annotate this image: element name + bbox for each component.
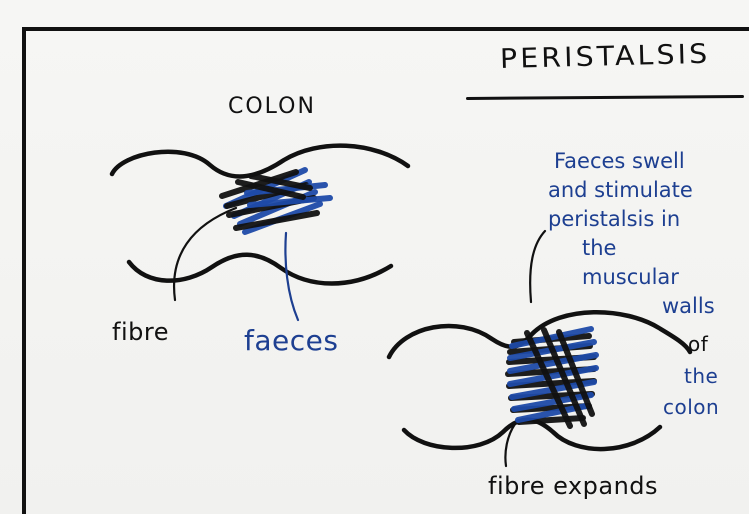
of-label: of [688, 332, 709, 356]
title: PERISTALSIS [499, 38, 711, 75]
fibre-label: fibre [112, 318, 169, 346]
faeces-label: faeces [244, 324, 339, 357]
note-line-1: Faeces swell [554, 149, 685, 173]
the-label: the [684, 364, 719, 388]
note-line-5: muscular [582, 265, 679, 289]
colon-word: colon [663, 395, 720, 419]
bottom-label: fibre expands [488, 472, 659, 500]
note-line-2: and stimulate [548, 178, 693, 202]
colon-label: COLON [228, 94, 316, 119]
drawing-frame [22, 27, 749, 514]
note-line-6: walls [662, 294, 715, 318]
note-line-4: the [582, 236, 617, 260]
explanation-note: Faeces swell and stimulate peristalsis i… [548, 147, 738, 318]
note-line-3: peristalsis in [548, 207, 681, 231]
